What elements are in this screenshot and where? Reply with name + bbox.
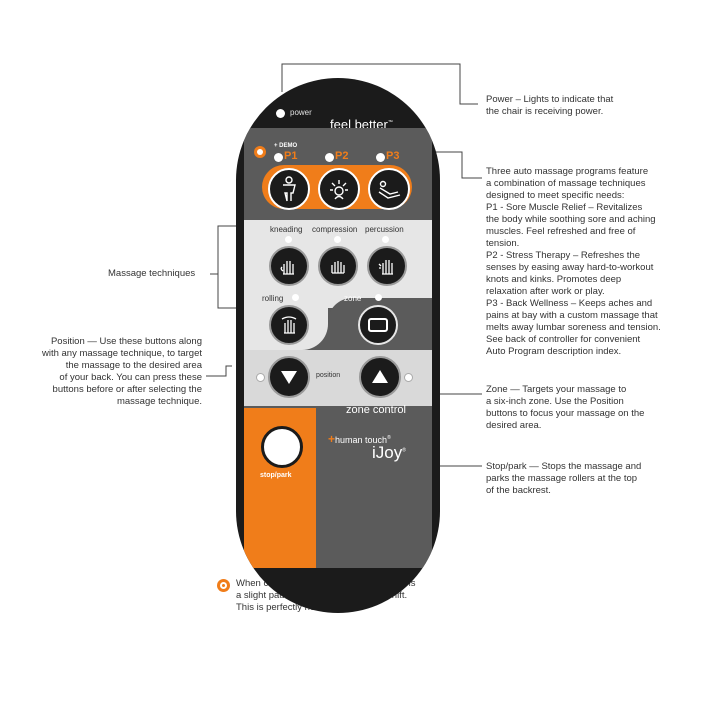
annotation-line: tension. (486, 238, 520, 249)
annotation-line: the chair is receiving power. (486, 106, 604, 117)
annotation-line: of your back. You can press these (59, 372, 202, 383)
annotation-line: a six-inch zone. Use the Position (486, 396, 624, 407)
rolling-label: rolling (262, 294, 284, 303)
programs-annotation: Three auto massage programs feature a co… (486, 166, 661, 358)
program-button-p2[interactable] (318, 168, 360, 210)
p1-led (274, 153, 283, 162)
rolling-hand-icon (281, 316, 297, 334)
kneading-button[interactable] (269, 246, 309, 286)
p2-led (325, 153, 334, 162)
power-callout-line (281, 63, 478, 105)
annotation-line: P3 - Back Wellness – Keeps aches and (486, 298, 653, 309)
annotation-line: Zone — Targets your massage to (486, 384, 627, 395)
annotation-line: buttons before or after selecting the (52, 384, 202, 395)
position-callout-line (206, 365, 232, 377)
annotation-line: with any massage technique, to target (41, 348, 202, 359)
kneading-hand-icon (280, 261, 294, 275)
stress-relief-icon (330, 180, 348, 200)
annotation-line: This is perfectly normal. (236, 602, 337, 613)
brand-plus: + (328, 432, 336, 446)
p3-label: P3 (386, 150, 400, 162)
back-recline-icon (378, 180, 401, 199)
arrow-up-icon (372, 370, 388, 383)
p2-label: P2 (335, 150, 349, 162)
demo-label: + DEMO (274, 143, 298, 149)
annotation-line: desired area. (486, 420, 542, 431)
program-button-p1[interactable] (268, 168, 310, 210)
tagline-tm: ™ (387, 119, 393, 126)
compression-label: compression (312, 225, 358, 234)
annotation-line: the body while soothing sore and aching (486, 214, 656, 225)
p3-led (376, 153, 385, 162)
position-led-left (256, 373, 265, 382)
stop-park-button[interactable] (261, 426, 303, 468)
percussion-label: percussion (365, 225, 404, 234)
annotation-line: the massage to the desired area (65, 360, 202, 371)
annotation-line: senses by easing away hard-to-workout (486, 262, 654, 273)
note-icon (217, 579, 230, 592)
annotation-line: Three auto massage programs feature (486, 166, 649, 177)
annotation-line: Position — Use these buttons along (50, 336, 202, 347)
percussion-led (382, 236, 389, 243)
rolling-button[interactable] (269, 305, 309, 345)
position-led-right (404, 373, 413, 382)
power-led (276, 109, 285, 118)
arrow-down-icon (281, 371, 297, 384)
annotation-line: parks the massage rollers at the top (486, 473, 638, 484)
annotation-line: See back of controller for convenient (486, 334, 641, 345)
annotation-line: P1 - Sore Muscle Relief – Revitalizes (486, 202, 643, 213)
annotation-line: Auto Program description index. (486, 346, 622, 357)
rolling-led (292, 294, 299, 301)
p1-label: P1 (284, 150, 298, 162)
stop-park-annotation: Stop/park — Stops the massage and parks … (486, 461, 641, 497)
position-up-button[interactable] (359, 356, 401, 398)
annotation-line: a combination of massage techniques (486, 178, 646, 189)
stop-park-label: stop/park (260, 472, 292, 479)
product-reg: ® (402, 447, 406, 454)
brand-name: human touch (335, 435, 388, 445)
kneading-led (285, 236, 292, 243)
zone-rect-icon (368, 318, 388, 332)
zone-control-label: zone control (346, 404, 406, 416)
position-down-button[interactable] (268, 356, 310, 398)
annotation-line: of the backrest. (486, 485, 551, 496)
techniques-annotation: Massage techniques (108, 268, 195, 280)
program-button-p3[interactable] (368, 168, 410, 210)
annotation-line: designed to meet specific needs: (486, 190, 625, 201)
body-figure-icon (283, 176, 296, 202)
percussion-hand-icon (378, 260, 393, 275)
compression-button[interactable] (318, 246, 358, 286)
annotation-line: melts away lumbar soreness and tension. (486, 322, 661, 333)
kneading-label: kneading (270, 225, 303, 234)
product-name: iJoy (372, 443, 403, 462)
zone-led (375, 294, 382, 301)
demo-led (254, 146, 266, 158)
remote-control: power feel better™ + DEMO P1 P2 P3 (236, 78, 440, 613)
brand-logo: +human touch® (328, 432, 391, 446)
annotation-line: muscles. Feel refreshed and free of (486, 226, 636, 237)
zone-button[interactable] (358, 305, 398, 345)
annotation-line: Stop/park — Stops the massage and (486, 461, 642, 472)
annotation-line: Power – Lights to indicate that (486, 94, 614, 105)
annotation-line: knots and kinks. Promotes deep (486, 274, 622, 285)
product-logo: iJoy® (372, 443, 406, 463)
power-annotation: Power – Lights to indicate that the chai… (486, 94, 613, 118)
control-panel: + DEMO P1 P2 P3 (244, 128, 432, 568)
brand-reg: ® (387, 435, 391, 441)
annotation-line: relaxation after work or play. (486, 286, 605, 297)
position-annotation: Position — Use these buttons along with … (16, 336, 202, 408)
power-label: power (290, 108, 312, 117)
annotation-line: pains at bay with a custom massage that (486, 310, 658, 321)
position-label: position (316, 372, 341, 379)
annotation-line: buttons to focus your massage on the (486, 408, 645, 419)
annotation-line: P2 - Stress Therapy – Refreshes the (486, 250, 641, 261)
annotation-line: Massage techniques (108, 268, 196, 279)
compression-led (334, 236, 341, 243)
zone-label: zone (344, 294, 362, 303)
compression-hand-icon (331, 261, 345, 274)
annotation-line: massage technique. (116, 396, 202, 407)
percussion-button[interactable] (367, 246, 407, 286)
zone-annotation: Zone — Targets your massage to a six-inc… (486, 384, 644, 432)
